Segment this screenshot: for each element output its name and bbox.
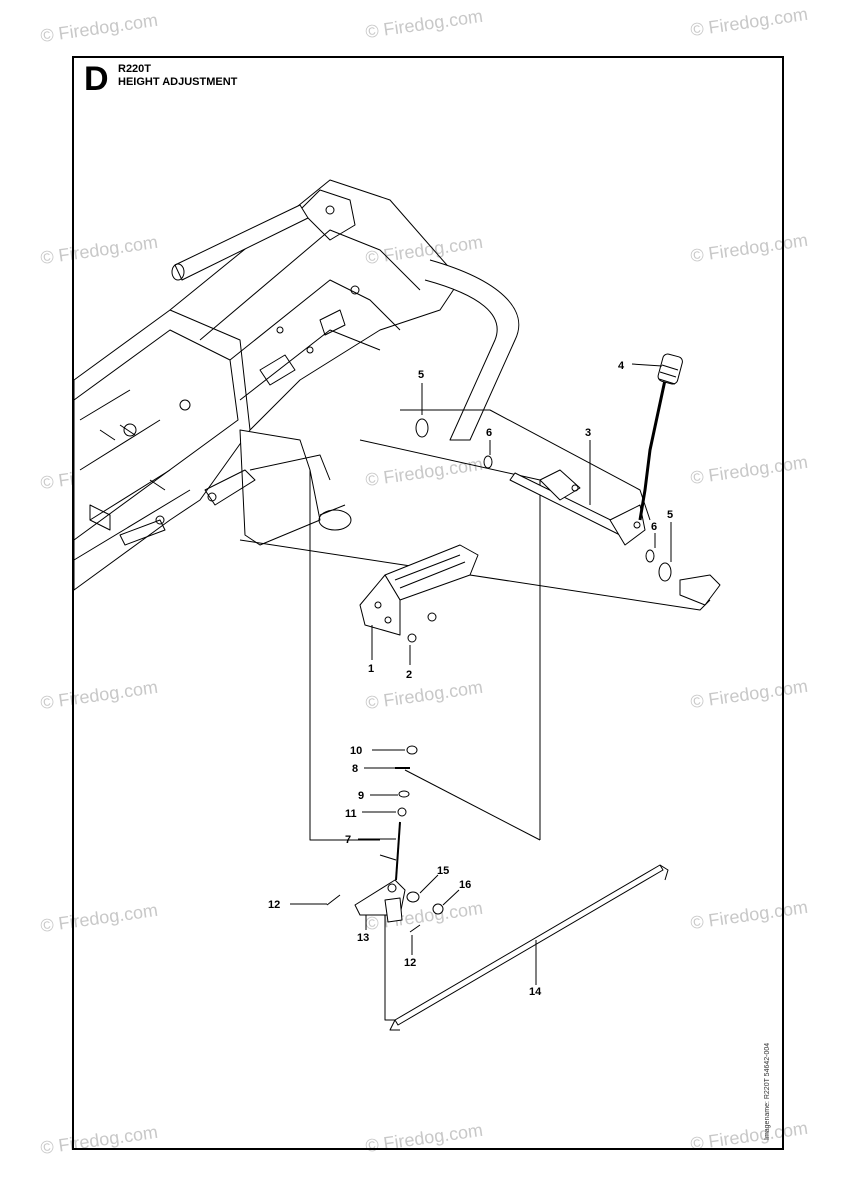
chassis-frame (73, 179, 520, 591)
leader-lines (290, 363, 672, 985)
bushing (415, 418, 672, 582)
height-lever (638, 353, 683, 521)
callout-6: 6 (486, 427, 492, 439)
callout-labels: 1 2 3 4 5 5 6 6 7 8 9 10 11 12 12 13 14 … (268, 360, 673, 998)
end-bracket (679, 574, 721, 606)
callout-3: 3 (585, 427, 591, 439)
callout-1: 1 (368, 663, 374, 675)
bolt (407, 612, 437, 643)
callout-6b: 6 (651, 521, 657, 533)
callout-12b: 12 (404, 957, 416, 969)
model-name: R220T (118, 63, 152, 75)
callout-7: 7 (345, 834, 351, 846)
callout-16: 16 (459, 879, 471, 891)
callout-13: 13 (357, 932, 369, 944)
callout-15: 15 (437, 865, 449, 877)
callout-14: 14 (529, 986, 542, 998)
assembly-lines (239, 409, 711, 1021)
callout-2: 2 (406, 669, 412, 681)
section-letter: D (84, 60, 109, 98)
link-bracket (326, 879, 444, 933)
callout-12: 12 (268, 899, 280, 911)
diagram-title: HEIGHT ADJUSTMENT (118, 76, 238, 88)
linkage-hardware (379, 745, 418, 881)
callout-9: 9 (358, 790, 364, 802)
lift-rod (509, 469, 646, 546)
callout-5: 5 (418, 369, 424, 381)
height-pedal (359, 544, 479, 636)
adjustment-rod (389, 864, 669, 1031)
callout-5b: 5 (667, 509, 673, 521)
diagram-frame (72, 56, 784, 1150)
callout-8: 8 (352, 763, 358, 775)
callout-4: 4 (618, 360, 625, 372)
callout-10: 10 (350, 745, 362, 757)
callout-11: 11 (345, 808, 357, 820)
washer (483, 455, 655, 563)
